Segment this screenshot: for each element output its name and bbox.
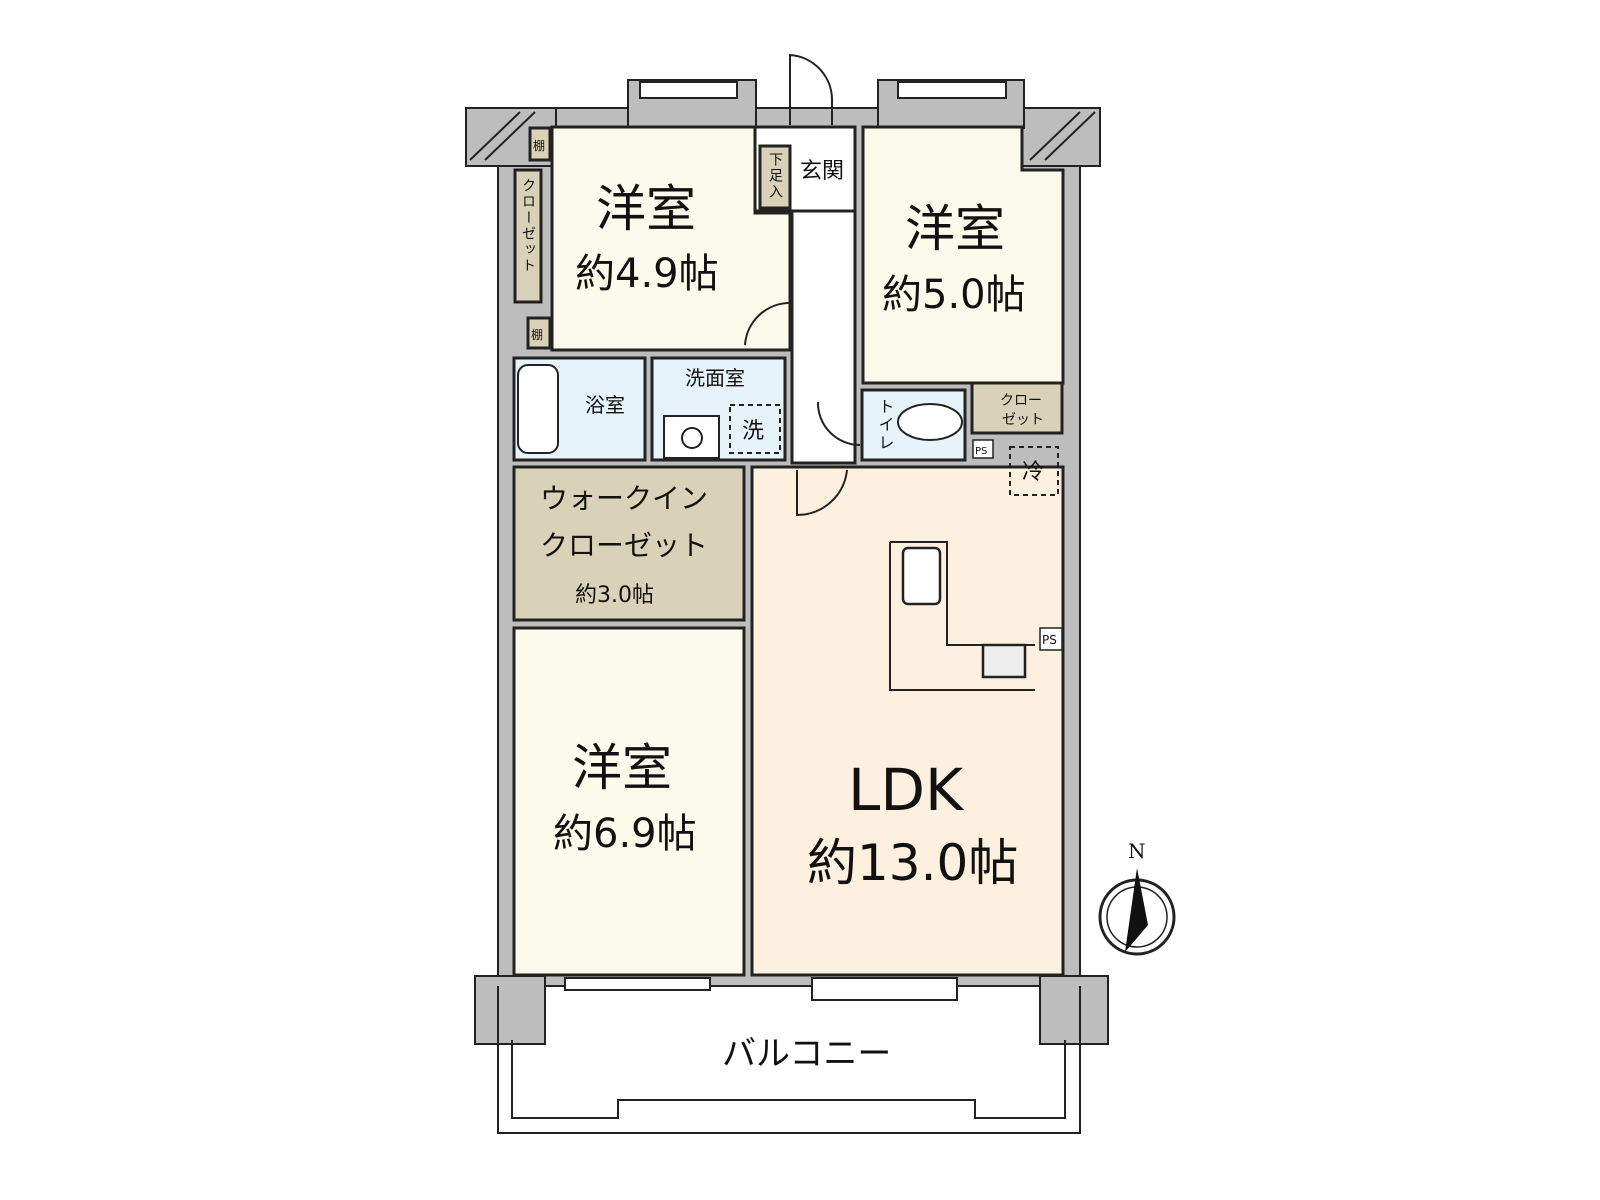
- washer-label: 洗: [742, 419, 764, 444]
- front-door[interactable]: [789, 53, 834, 125]
- bedroom-3: [512, 626, 746, 977]
- door-hall[interactable]: [816, 401, 861, 446]
- sink-basin: [681, 427, 703, 449]
- shoe-storage-label: 下足入: [767, 152, 783, 200]
- shelf-top-label: 棚: [533, 138, 545, 153]
- balcony-label: バルコニー: [722, 1034, 891, 1074]
- bedroom-3-name: 洋室: [572, 739, 672, 797]
- kitchen-sink: [901, 546, 942, 606]
- wic-name-1: ウォークイン: [540, 482, 708, 515]
- closet-right-label-1: クロー: [1000, 393, 1042, 409]
- wic-size: 約3.0帖: [575, 583, 654, 608]
- fridge-space: [1009, 446, 1059, 496]
- ps-1-label: PS: [975, 446, 987, 457]
- wic-name-2: クローゼット: [540, 529, 708, 562]
- compass-arrow-icon: [1125, 868, 1148, 952]
- washroom-label: 洗面室: [685, 366, 745, 390]
- washer-space: [729, 404, 781, 454]
- bedroom-2-size: 約5.0帖: [882, 272, 1026, 318]
- door-bedroom-1[interactable]: [744, 301, 791, 346]
- ps-2: [1039, 627, 1063, 651]
- closet-left-label: クローゼット: [520, 178, 536, 274]
- stove: [981, 643, 1027, 679]
- balcony: [497, 986, 1081, 1134]
- closet-left: [513, 168, 543, 304]
- shelf-bottom-label: 棚: [531, 327, 543, 342]
- closet-right: [970, 381, 1064, 435]
- ldk-name: LDK: [848, 756, 965, 824]
- ldk-size: 約13.0帖: [807, 834, 1018, 892]
- bedroom-2-name: 洋室: [905, 200, 1005, 258]
- ps-2-label: PS: [1042, 633, 1057, 647]
- bedroom-3-size: 約6.9帖: [553, 811, 697, 857]
- compass: N: [1098, 839, 1176, 956]
- window-bottom-ldk: [811, 977, 958, 1001]
- bedroom-2: [861, 125, 1065, 385]
- entrance-label: 玄関: [800, 159, 844, 184]
- bedroom-1-name: 洋室: [596, 180, 696, 238]
- window-bottom-left: [564, 977, 711, 991]
- sink: [663, 415, 720, 459]
- bedroom-1-size: 約4.9帖: [575, 251, 719, 297]
- closet-right-label-2: ゼット: [1002, 412, 1044, 428]
- shelf-bottom: [526, 316, 552, 350]
- window-top-right: [897, 81, 1007, 99]
- fridge-label: 冷: [1022, 460, 1044, 485]
- door-ldk[interactable]: [796, 469, 848, 517]
- wic: [512, 465, 746, 622]
- toilet-label: トイレ: [876, 398, 895, 452]
- toilet-bowl: [897, 403, 963, 441]
- bath-label: 浴室: [585, 393, 625, 417]
- ldk: [750, 465, 1065, 977]
- window-top-left: [639, 81, 738, 99]
- ps-1: [972, 439, 994, 459]
- shelf-top: [528, 126, 552, 162]
- hallway: [790, 209, 857, 465]
- compass-north-label: N: [1128, 839, 1146, 863]
- shoe-storage: [758, 144, 792, 210]
- bathtub: [517, 364, 559, 454]
